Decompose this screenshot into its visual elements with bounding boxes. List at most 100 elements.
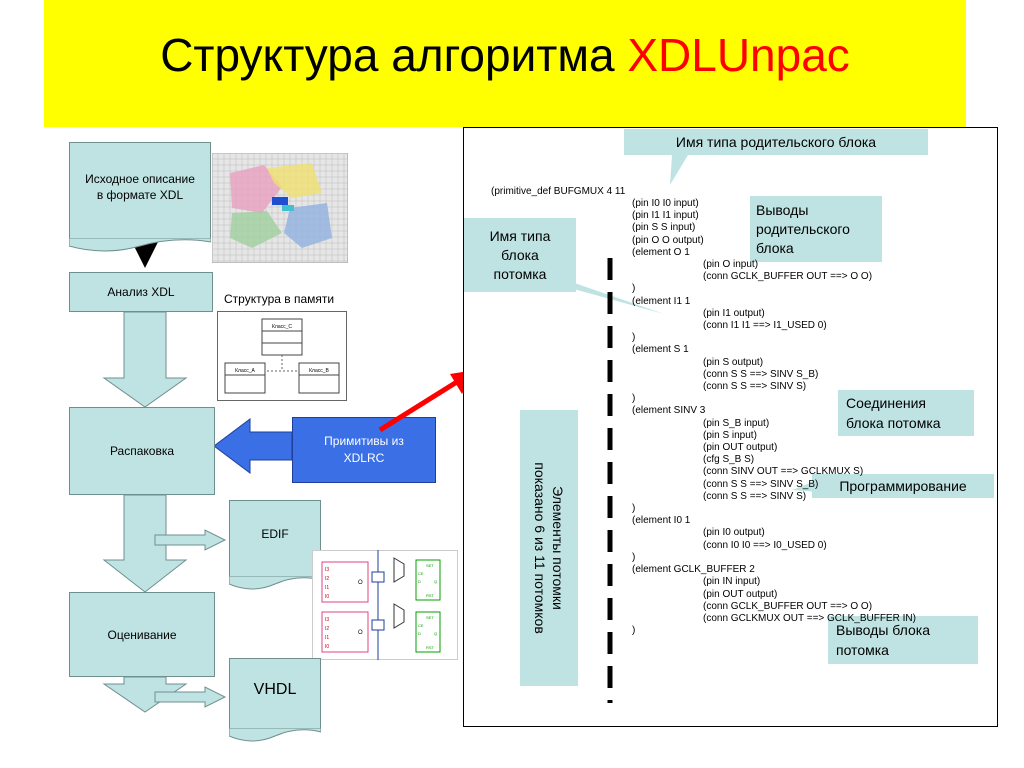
code-line: (conn S S ==> SINV S_B)	[703, 368, 819, 380]
title-accent: XDLUnpac	[627, 29, 850, 81]
code-line: (pin S_B input)	[703, 417, 770, 429]
flow-arrows	[102, 238, 293, 713]
lut-input-i2-bottom: I2	[325, 626, 329, 632]
ff-rst-bottom: RST	[426, 645, 435, 650]
source-label: Исходное описание в формате XDL	[85, 172, 195, 202]
callout-programming: Программирование	[812, 474, 994, 498]
class-b-label: Класс_В	[309, 368, 329, 374]
evaluation-box: Оценивание	[69, 592, 215, 677]
code-line: (pin OUT output)	[703, 588, 778, 600]
arrow-analysis-to-unpack	[102, 311, 188, 408]
class-a-label: Класс_А	[235, 368, 255, 374]
callout-child-type: Имя типа блока потомка	[464, 218, 576, 292]
lut-input-i3-top: I3	[325, 567, 329, 573]
lut-input-i0-top: I0	[325, 594, 329, 600]
primitives-label: Примитивы из XDLRC	[324, 434, 404, 465]
code-line: (element I0 1	[632, 515, 691, 527]
code-line: (element GCLK_BUFFER 2	[632, 564, 755, 576]
arrow-to-vhdl	[154, 686, 227, 708]
ff-q-top: Q	[434, 579, 437, 584]
lut-output-top: O	[358, 580, 363, 586]
code-line: (conn S S ==> SINV S)	[703, 381, 807, 393]
code-line: (pin S input)	[703, 429, 757, 441]
code-line: (cfg S_B S)	[703, 454, 755, 466]
callout-parent-pins: Выводы родительского блока	[750, 196, 882, 262]
source-xdl-doc: Исходное описание в формате XDL	[69, 142, 211, 252]
vhdl-doc: VHDL	[229, 658, 321, 742]
code-line: )	[632, 283, 636, 295]
code-line: (pin I1 output)	[703, 307, 765, 319]
code-line: (element S 1	[632, 344, 689, 356]
code-line: (pin I1 I1 input)	[632, 210, 699, 222]
schematic-image: O O I3 I2 I1 I0 I3 I2 I1 I0 SET CE D Q R…	[312, 550, 458, 660]
vertical-note-box: Элементы потомки показано 6 из 11 потомк…	[520, 410, 578, 686]
ff-d-top: D	[418, 579, 421, 584]
arrow-unpack-to-eval	[102, 494, 188, 593]
evaluation-label: Оценивание	[107, 627, 177, 642]
ff-ce-bottom: CE	[418, 623, 424, 628]
code-line: (conn S S ==> SINV S)	[703, 490, 807, 502]
code-header: (primitive_def BUFGMUX 4 11	[491, 186, 626, 197]
arrow-to-edif	[154, 529, 227, 551]
lut-input-i1-bottom: I1	[325, 635, 329, 641]
memory-structure-label: Структура в памяти	[224, 292, 335, 306]
unpack-box: Распаковка	[69, 407, 215, 495]
ff-d-bottom: D	[418, 631, 421, 636]
code-line: (pin IN input)	[703, 576, 761, 588]
code-line: )	[632, 551, 636, 563]
primitives-xdlrc-box: Примитивы из XDLRC	[292, 417, 436, 483]
code-line: (conn I0 I0 ==> I0_USED 0)	[703, 539, 827, 551]
code-line: (pin O O output)	[632, 234, 704, 246]
callout-parent-type: Имя типа родительского блока	[624, 129, 928, 155]
title-band	[44, 0, 966, 127]
code-line: (conn GCLK_BUFFER OUT ==> O O)	[703, 600, 873, 612]
code-line: (pin I0 output)	[703, 527, 765, 539]
code-line: (conn S S ==> SINV S_B)	[703, 478, 819, 490]
class-a-box	[224, 362, 266, 394]
code-line: (conn SINV OUT ==> GCLKMUX S)	[703, 466, 864, 478]
lut-input-i2-top: I2	[325, 576, 329, 582]
slide-title: Структура алгоритма XDLUnpac	[160, 29, 850, 81]
code-line: (conn GCLK_BUFFER OUT ==> O O)	[703, 271, 873, 283]
ff-set-bottom: SET	[426, 615, 434, 620]
ff-q-bottom: Q	[434, 631, 437, 636]
code-line: )	[632, 503, 636, 515]
code-line: (conn I1 I1 ==> I1_USED 0)	[703, 320, 827, 332]
class-c-box	[261, 318, 303, 356]
callout-child-connections: Соединения блока потомка	[838, 390, 974, 436]
code-line: (element O 1	[632, 246, 690, 258]
code-line: (pin OUT output)	[703, 442, 778, 454]
arrow-primitives-to-unpack	[213, 418, 293, 474]
ff-ce-top: CE	[418, 571, 424, 576]
callout-child-pins: Выводы блока потомка	[828, 616, 978, 664]
edif-label: EDIF	[261, 527, 289, 541]
code-line: (element I1 1	[632, 295, 691, 307]
lut-output-bottom: O	[358, 630, 363, 636]
class-c-label: Класс_С	[272, 324, 292, 330]
code-line: (pin S S input)	[632, 222, 696, 234]
lut-input-i0-bottom: I0	[325, 644, 329, 650]
code-line: (pin O input)	[703, 259, 759, 271]
class-b-box	[298, 362, 340, 394]
ff-set-top: SET	[426, 563, 434, 568]
doc-shape	[69, 142, 213, 252]
analysis-label: Анализ XDL	[107, 285, 175, 299]
code-line: (pin I0 I0 input)	[632, 198, 699, 209]
fpga-map-image	[212, 153, 348, 263]
dashed-divider	[607, 258, 613, 703]
lut-input-i1-top: I1	[325, 585, 329, 591]
code-line: (element SINV 3	[632, 405, 706, 417]
lut-input-i3-bottom: I3	[325, 617, 329, 623]
analysis-xdl-box: Анализ XDL	[69, 272, 213, 312]
ff-rst-top: RST	[426, 593, 435, 598]
code-lines: (pin I0 I0 input)(pin I1 I1 input)(pin S…	[491, 198, 916, 637]
vhdl-label: VHDL	[253, 681, 297, 698]
code-line: )	[632, 625, 636, 637]
memory-structure-diagram: Класс_С Класс_А Класс_В	[217, 311, 347, 401]
edif-doc: EDIF	[229, 500, 321, 590]
code-line: (pin S output)	[703, 356, 764, 368]
unpack-label: Распаковка	[109, 444, 175, 458]
code-line: )	[632, 393, 636, 405]
code-line: (conn GCLKMUX OUT ==> GCLK_BUFFER IN)	[703, 612, 916, 624]
code-line: )	[632, 332, 636, 344]
